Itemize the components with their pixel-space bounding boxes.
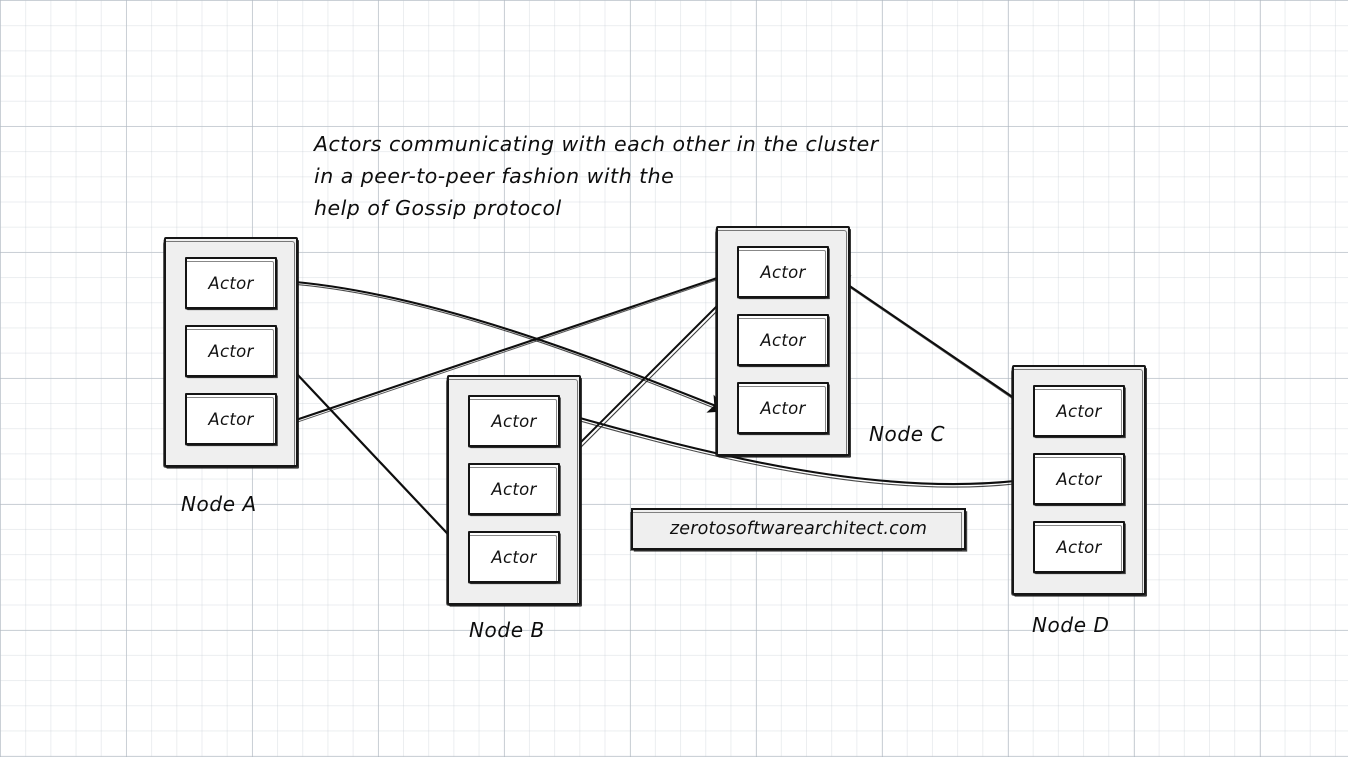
actor-box-a3[interactable]: Actor bbox=[184, 393, 277, 446]
actor-box-d1[interactable]: Actor bbox=[1032, 385, 1125, 438]
watermark-text: zerotosoftwarearchitect.com bbox=[669, 519, 928, 539]
actor-label: Actor bbox=[760, 330, 806, 350]
node-group-b: Actor Actor Actor bbox=[446, 375, 581, 606]
connection-d1-to-c1 bbox=[829, 272, 1038, 417]
actor-box-d3[interactable]: Actor bbox=[1032, 521, 1125, 574]
actor-label: Actor bbox=[760, 398, 806, 418]
actor-box-b2[interactable]: Actor bbox=[467, 463, 560, 516]
actor-label: Actor bbox=[208, 273, 254, 293]
node-group-c: Actor Actor Actor bbox=[715, 226, 850, 457]
node-caption-d: Node D bbox=[1032, 613, 1110, 637]
node-caption-b: Node B bbox=[469, 618, 545, 642]
node-caption-a: Node A bbox=[181, 492, 257, 516]
actor-box-a1[interactable]: Actor bbox=[184, 257, 277, 310]
actor-box-c2[interactable]: Actor bbox=[736, 314, 829, 367]
actor-label: Actor bbox=[491, 547, 537, 567]
node-caption-c: Node C bbox=[869, 422, 946, 446]
diagram-title: Actors communicating with each other in … bbox=[314, 132, 879, 220]
actor-label: Actor bbox=[1056, 469, 1102, 489]
actor-label: Actor bbox=[491, 479, 537, 499]
actor-label: Actor bbox=[208, 409, 254, 429]
actor-box-b1[interactable]: Actor bbox=[467, 395, 560, 448]
node-group-d: Actor Actor Actor bbox=[1011, 365, 1146, 596]
actor-label: Actor bbox=[760, 262, 806, 282]
node-group-a: Actor Actor Actor bbox=[163, 237, 298, 468]
actor-box-b3[interactable]: Actor bbox=[467, 531, 560, 584]
watermark-box: zerotosoftwarearchitect.com bbox=[630, 508, 966, 551]
actor-label: Actor bbox=[1056, 537, 1102, 557]
actor-label: Actor bbox=[1056, 401, 1102, 421]
actor-label: Actor bbox=[491, 411, 537, 431]
actor-box-c3[interactable]: Actor bbox=[736, 382, 829, 435]
actor-label: Actor bbox=[208, 341, 254, 361]
actor-box-d2[interactable]: Actor bbox=[1032, 453, 1125, 506]
actor-box-a2[interactable]: Actor bbox=[184, 325, 277, 378]
actor-box-c1[interactable]: Actor bbox=[736, 246, 829, 299]
